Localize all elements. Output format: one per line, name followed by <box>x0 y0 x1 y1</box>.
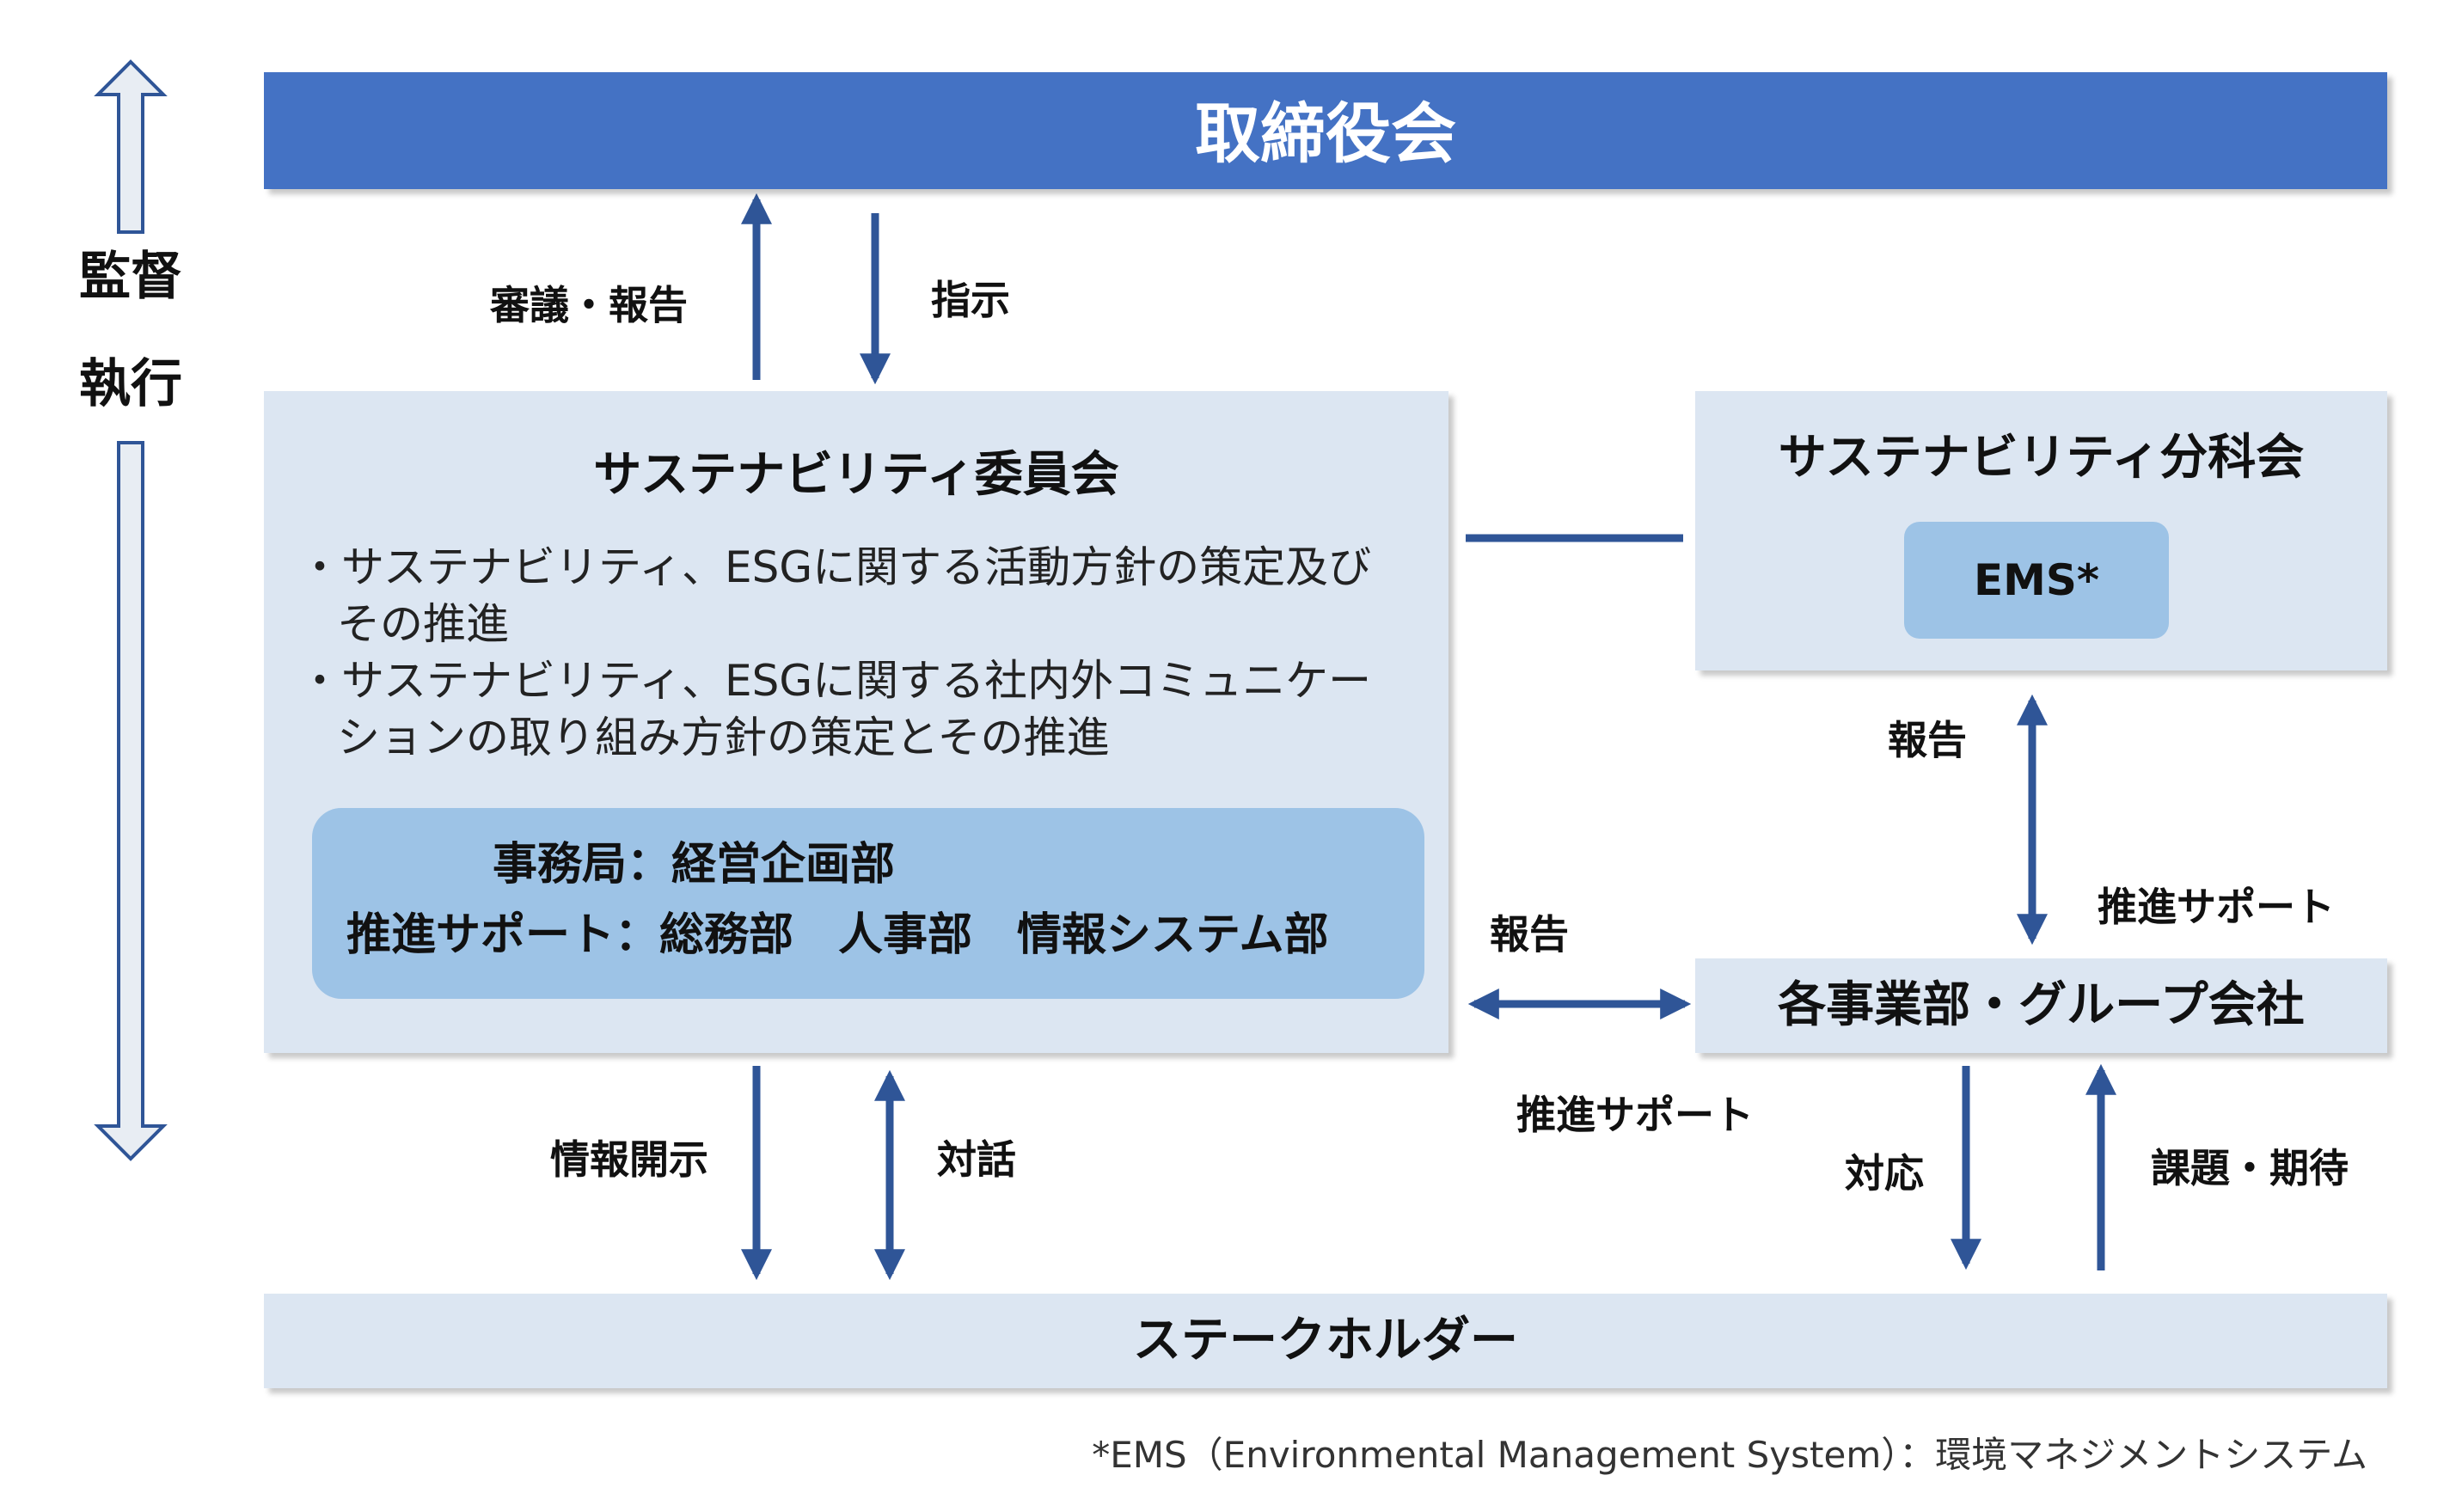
response-label: 対応 <box>1845 1150 1924 1197</box>
business-divisions-box: 各事業部・グループ会社 <box>1695 958 2387 1053</box>
execution-label: 執行 <box>79 354 182 414</box>
issues-expectations-label: 課題・期待 <box>2151 1145 2349 1191</box>
committee-title: サステナビリティ委員会 <box>593 447 1119 503</box>
sustainability-committee-box: サステナビリティ委員会 ・サステナビリティ、ESGに関する活動方針の策定及びその… <box>264 391 1448 1053</box>
report-subcommittee-label: 報告 <box>1888 717 1967 763</box>
dialogue-label: 対話 <box>937 1136 1016 1183</box>
secretariat-box: 事務局：経営企画部 推進サポート：総務部 人事部 情報システム部 <box>312 808 1424 999</box>
committee-bullet-2: ・サステナビリティ、ESGに関する社内外コミュニケーションの取り組み方針の策定と… <box>298 656 1372 762</box>
ems-footnote: *EMS（Environmental Management System）：環境… <box>1092 1434 2367 1476</box>
stakeholders-title: ステークホルダー <box>1133 1313 1518 1368</box>
secretariat-line: 事務局：経営企画部 <box>493 839 896 891</box>
divisions-title: 各事業部・グループ会社 <box>1778 977 2305 1033</box>
subcommittee-title: サステナビリティ分科会 <box>1778 430 2305 486</box>
instruction-label: 指示 <box>931 277 1010 323</box>
supervision-label: 監督 <box>79 247 182 307</box>
report-divisions-label: 報告 <box>1490 911 1569 958</box>
sustainability-subcommittee-box: サステナビリティ分科会 EMS* <box>1695 391 2387 670</box>
committee-bullet-1: ・サステナビリティ、ESGに関する活動方針の策定及びその推進 <box>298 542 1372 649</box>
supervision-up-arrow <box>94 59 168 234</box>
board-title: 取締役会 <box>1195 95 1456 172</box>
disclosure-label: 情報開示 <box>550 1136 708 1183</box>
ems-box: EMS* <box>1904 522 2169 639</box>
board-of-directors-box: 取締役会 <box>264 72 2387 189</box>
stakeholders-box: ステークホルダー <box>264 1294 2387 1388</box>
support-subcommittee-label: 推進サポート <box>2098 884 2335 930</box>
support-divisions-label: 推進サポート <box>1516 1092 1754 1138</box>
execution-down-arrow <box>94 441 168 1161</box>
committee-bullets: ・サステナビリティ、ESGに関する活動方針の策定及びその推進 ・サステナビリティ… <box>298 539 1373 766</box>
deliberation-report-label: 審議・報告 <box>490 282 688 328</box>
support-departments-line: 推進サポート：総務部 人事部 情報システム部 <box>346 909 1329 961</box>
